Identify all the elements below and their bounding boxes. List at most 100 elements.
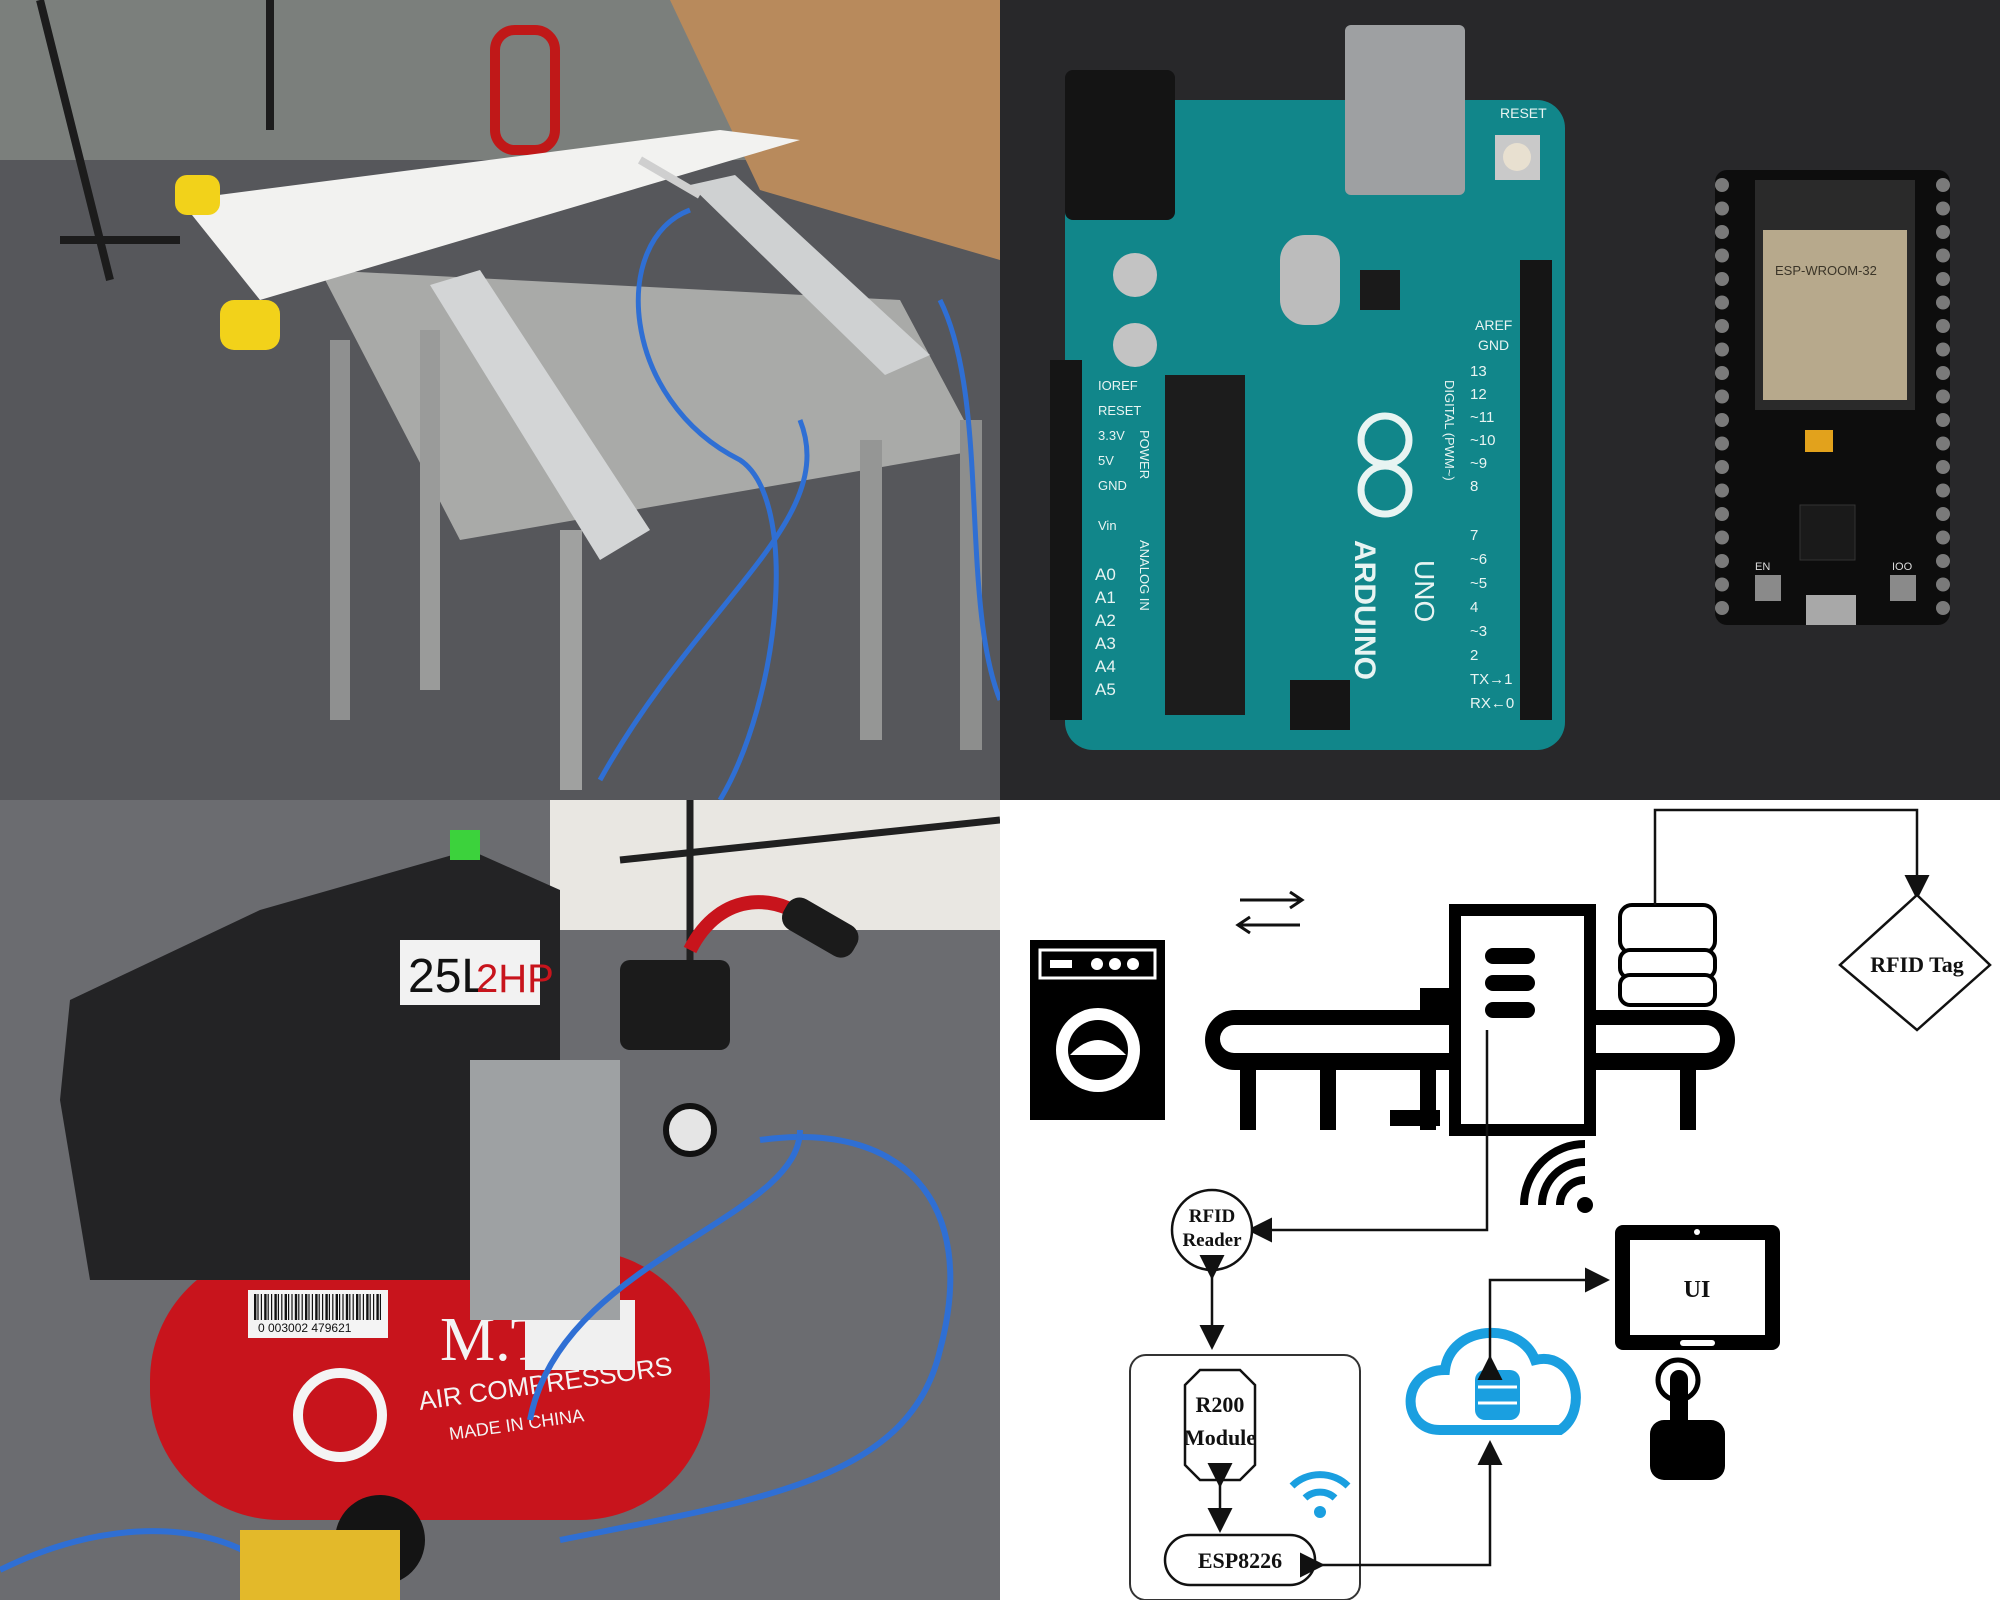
esp32-pin: [1936, 436, 1950, 451]
usb-chip: [1360, 270, 1400, 310]
barcode-bar: [291, 1294, 293, 1320]
esp32-pin: [1715, 601, 1729, 615]
digital-pin-label: 2: [1470, 647, 1478, 664]
esp32-pin: [1936, 225, 1950, 239]
r200-label-1: R200: [1196, 1392, 1245, 1417]
aref-label: AREF: [1475, 317, 1512, 333]
horsepower-text: 2HP: [476, 957, 554, 1001]
belt-end-cap: [220, 300, 280, 350]
reset-pin-label: RESET: [1098, 403, 1141, 418]
cloud-ui-line: [1477, 1267, 1610, 1380]
pointing-hand-icon: [1650, 1357, 1725, 1480]
esp32-pin: [1715, 366, 1729, 380]
capacity-text: 25L: [408, 950, 488, 1003]
gear-logo-icon: [293, 1368, 387, 1462]
esp32-pin: [1936, 460, 1950, 474]
digital-pin-label: 8: [1470, 478, 1478, 495]
barcode-bar: [356, 1294, 359, 1320]
en-label: EN: [1755, 561, 1770, 573]
conveyor-belt: [175, 130, 800, 350]
barcode-bar: [322, 1294, 324, 1320]
digital-pin-label: 13: [1470, 363, 1487, 380]
barcode-bar: [318, 1294, 320, 1320]
barcode-bar: [369, 1294, 371, 1320]
capacitor: [1113, 253, 1157, 297]
esp32-pin: [1936, 272, 1950, 286]
barcode-bar: [254, 1294, 257, 1320]
esp32-pin: [1936, 554, 1950, 568]
barcode-bar: [379, 1294, 381, 1320]
esp-label: ESP8226: [1198, 1548, 1282, 1573]
barcode-bar: [264, 1294, 267, 1320]
wireless-signal-icon: [1520, 1140, 1593, 1213]
esp32-pin: [1715, 530, 1729, 545]
en-button: [1755, 575, 1781, 601]
esp32-module-label: ESP-WROOM-32: [1775, 263, 1877, 278]
engine-block: [470, 1060, 620, 1320]
air-compressor-photo: 0 003002 479621 M.T.S AIR COMPRESSORS MA…: [0, 800, 1000, 1600]
barcode-bar: [257, 1294, 259, 1320]
esp32-pin: [1936, 319, 1950, 333]
gnd-label: GND: [1478, 337, 1509, 353]
digital-pin-label: RX←0: [1470, 695, 1514, 712]
capacitor: [1113, 323, 1157, 367]
esp32-pin: [1715, 319, 1729, 333]
barcode-bar: [362, 1294, 364, 1320]
esp32-pin: [1936, 577, 1950, 592]
barcode-bar: [342, 1294, 344, 1320]
barcode-bar: [301, 1294, 303, 1320]
analog-pin-label: A3: [1095, 634, 1116, 653]
3v3-label: 3.3V: [1098, 428, 1125, 443]
air-hose: [597, 207, 1000, 800]
rfid-reader-node: RFID Reader: [1170, 1188, 1254, 1272]
atmega-chip: [1165, 375, 1245, 715]
esp32-pin: [1936, 507, 1950, 521]
barcode-bar: [332, 1294, 334, 1320]
barcode-bar: [376, 1294, 379, 1320]
esp32-pin: [1936, 483, 1950, 498]
folded-clothes-icon: [1618, 903, 1717, 1007]
rfid-gate-icon: [1420, 904, 1596, 1136]
digital-pin-label: 7: [1470, 527, 1478, 544]
green-sticker: [450, 830, 480, 860]
wifi-icon: [1289, 1471, 1351, 1518]
tablet-ui-node: UI: [1615, 1225, 1780, 1350]
barcode-bar: [335, 1294, 338, 1320]
icsp-header: [1290, 680, 1350, 730]
capacity-sticker: [400, 940, 540, 1005]
barcode-bar: [288, 1294, 290, 1320]
barcode-bar: [325, 1294, 328, 1320]
bidirectional-arrows-icon: [1235, 890, 1305, 935]
esp32-pin: [1715, 389, 1729, 404]
barcode-bar: [311, 1294, 313, 1320]
barcode-bar: [308, 1294, 310, 1320]
rfid-tag-node: RFID Tag: [1838, 893, 1992, 1032]
digital-pin-label: 12: [1470, 386, 1487, 403]
barcode-bar: [267, 1294, 269, 1320]
barcode-bar: [277, 1294, 279, 1320]
rfid-tag-label: RFID Tag: [1870, 952, 1964, 977]
analog-pin-label: A5: [1095, 680, 1116, 699]
conveyor-photo: [0, 0, 1000, 800]
pressure-switch: [620, 960, 730, 1050]
r200-module-node: R200 Module: [1183, 1368, 1256, 1482]
barcode-bar: [373, 1294, 375, 1320]
micro-usb-port: [1806, 595, 1856, 625]
barcode-bar: [274, 1294, 277, 1320]
usb-uart-chip: [1799, 504, 1856, 561]
tag-connection-line: [1653, 808, 1930, 905]
rfid-reader-label-2: Reader: [1182, 1230, 1242, 1251]
esp32-pin: [1715, 178, 1729, 192]
boot-button: [1890, 575, 1916, 601]
digital-pin-label: ~11: [1470, 409, 1494, 426]
analog-pin-label: A0: [1095, 565, 1116, 584]
esp32-pin: [1715, 342, 1729, 357]
power-label: POWER: [1137, 430, 1152, 479]
digital-pin-label: ~10: [1470, 432, 1495, 449]
barcode-bar: [345, 1294, 349, 1320]
esp32-pin: [1936, 413, 1950, 427]
barcode-bar: [339, 1294, 341, 1320]
digital-pin-label: ~6: [1470, 551, 1487, 568]
belt-end-cap: [175, 175, 220, 215]
rfid-reader-label-1: RFID: [1189, 1206, 1235, 1227]
